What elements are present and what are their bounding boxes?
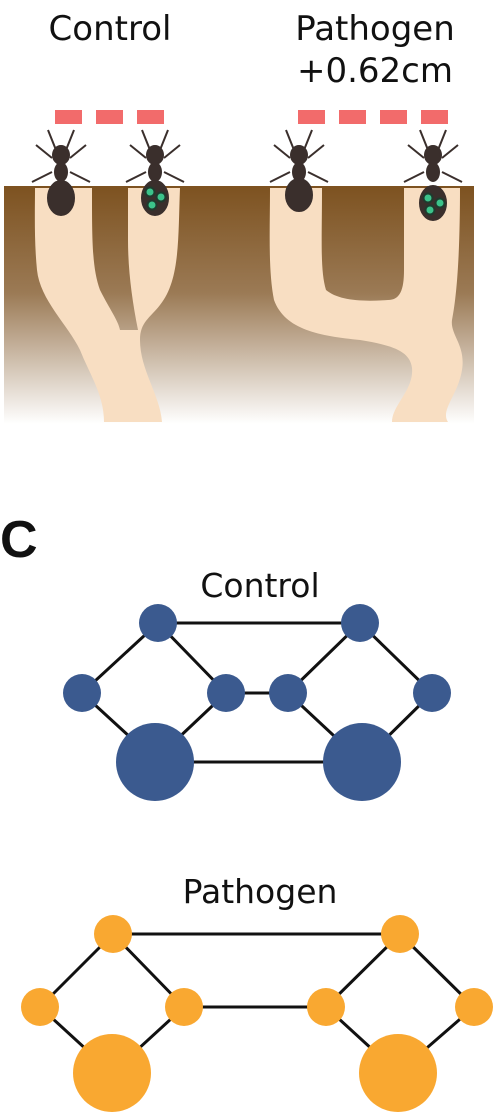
pathogen-node — [381, 915, 419, 953]
pathogen-node — [165, 988, 203, 1026]
control-node-large — [323, 723, 401, 801]
control-node-large — [116, 723, 194, 801]
pathogen-node-large — [73, 1034, 151, 1112]
control-network-title: Control — [200, 566, 320, 605]
pathogen-delta-label: +0.62cm — [296, 51, 453, 91]
control-node — [139, 604, 177, 642]
control-node — [413, 674, 451, 712]
pathogen-network-title: Pathogen — [182, 872, 338, 911]
pathogen-dash-line — [298, 110, 448, 124]
pathogen-nest-label: Pathogen — [295, 9, 455, 49]
panel-letter-c: C — [0, 511, 38, 569]
control-tunnels — [34, 188, 181, 422]
pathogen-network-nodes — [21, 915, 493, 1112]
control-dash-line — [55, 110, 164, 124]
ant-control-infected — [125, 129, 185, 216]
ant-pathogen-infected — [403, 129, 463, 221]
control-node — [269, 674, 307, 712]
ant-control-healthy — [31, 129, 91, 216]
pathogen-node — [94, 915, 132, 953]
pathogen-node — [21, 988, 59, 1026]
pathogen-node — [307, 988, 345, 1026]
pathogen-tunnels — [269, 188, 463, 422]
pathogen-node-large — [359, 1034, 437, 1112]
pathogen-node — [455, 988, 493, 1026]
ant-pathogen-healthy — [269, 129, 329, 212]
control-node — [207, 674, 245, 712]
control-node — [63, 674, 101, 712]
control-network-nodes — [63, 604, 451, 801]
control-node — [341, 604, 379, 642]
control-nest-label: Control — [48, 9, 172, 49]
